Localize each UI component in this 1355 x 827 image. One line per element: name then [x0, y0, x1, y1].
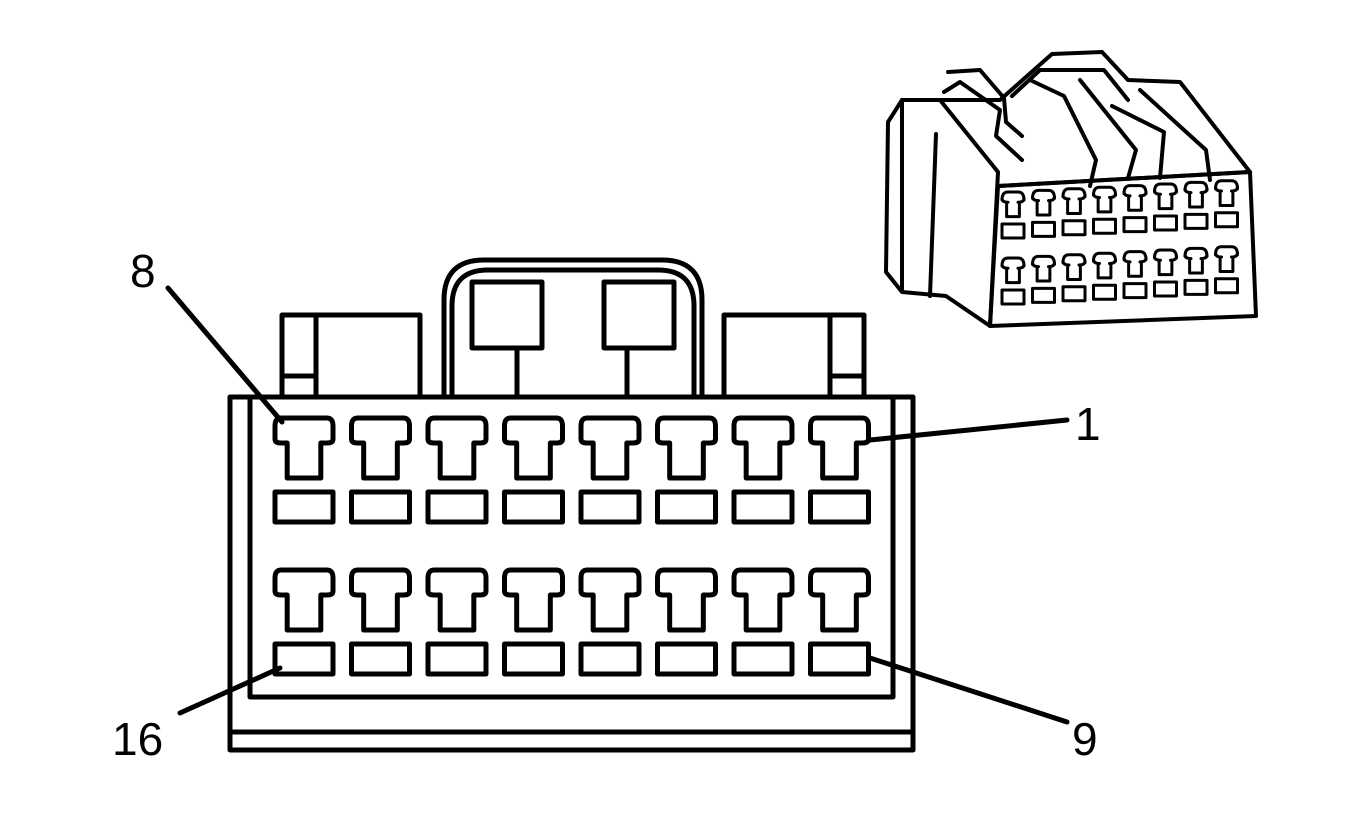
mini-pin-cavity — [1061, 253, 1087, 303]
pin-cavity-7 — [349, 415, 412, 525]
leader-line-9 — [867, 655, 1070, 725]
pin-cavity-3 — [655, 415, 718, 525]
mini-pin-cavity — [1214, 179, 1239, 229]
pin-cavities — [272, 415, 871, 677]
mini-pin-cavity — [1122, 184, 1148, 234]
pin-cavity-12 — [578, 567, 642, 677]
leader-line-1 — [867, 417, 1070, 443]
perspective-pin-cavities — [1000, 179, 1239, 306]
pin-label-16: 16 — [112, 713, 163, 765]
pin-cavity-5 — [502, 415, 565, 525]
pin-label-9: 9 — [1072, 713, 1098, 765]
pin-callouts: 8 1 16 9 — [112, 245, 1101, 765]
mini-pin-cavity — [1153, 182, 1178, 232]
mini-pin-cavity — [1000, 256, 1026, 306]
mini-pin-cavity — [1031, 254, 1056, 304]
pin-cavity-13 — [502, 567, 565, 677]
pin-cavity-10 — [731, 567, 795, 677]
pin-cavity-15 — [349, 567, 412, 677]
pin-cavity-4 — [578, 415, 642, 525]
pin-cavity-11 — [655, 567, 718, 677]
right-latch-block — [721, 312, 867, 400]
pin-cavity-6 — [425, 415, 489, 525]
pin-label-1: 1 — [1075, 398, 1101, 450]
mini-pin-cavity — [1183, 246, 1209, 296]
housing-outline — [227, 394, 916, 753]
mini-pin-cavity — [1000, 190, 1026, 240]
mini-pin-cavity — [1031, 188, 1056, 238]
pin-cavity-9 — [808, 567, 871, 677]
lock-arch — [441, 257, 705, 400]
connector-face — [227, 257, 916, 753]
mini-pin-cavity — [1061, 187, 1087, 237]
pin-cavity-16 — [272, 567, 336, 677]
leader-line-16 — [177, 665, 283, 716]
pin-cavity-14 — [425, 567, 489, 677]
mini-pin-cavity — [1092, 185, 1117, 235]
mini-pin-cavity — [1183, 180, 1209, 230]
pin-cavity-2 — [731, 415, 795, 525]
mini-pin-cavity — [1092, 251, 1117, 301]
pin-cavity-1 — [808, 415, 871, 525]
leader-line-8 — [165, 285, 285, 425]
mini-pin-cavity — [1153, 248, 1178, 298]
connector-perspective-view — [884, 50, 1258, 328]
mini-pin-cavity — [1214, 245, 1239, 295]
pin-cavity-8 — [272, 415, 336, 525]
mini-pin-cavity — [1122, 250, 1148, 300]
left-latch-block — [279, 312, 423, 400]
pin-label-8: 8 — [130, 245, 156, 297]
